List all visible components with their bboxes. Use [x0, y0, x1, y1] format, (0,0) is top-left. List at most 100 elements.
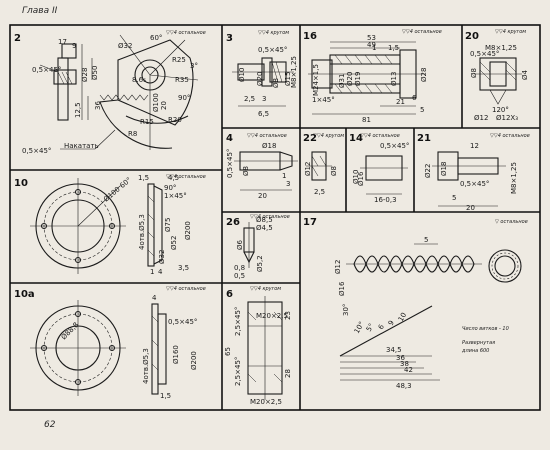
- svg-text:▽ остальное: ▽ остальное: [495, 219, 528, 225]
- svg-text:17: 17: [58, 38, 67, 46]
- svg-text:М8×1,25: М8×1,25: [510, 162, 518, 194]
- svg-text:60°: 60°: [150, 34, 162, 42]
- svg-text:Ø18: Ø18: [262, 142, 276, 150]
- svg-text:0,5×45°: 0,5×45°: [32, 66, 61, 74]
- svg-text:▽▽4 кругом: ▽▽4 кругом: [250, 286, 281, 292]
- svg-text:20: 20: [466, 204, 475, 212]
- svg-text:34,5: 34,5: [386, 346, 402, 354]
- svg-text:0,5×45°: 0,5×45°: [22, 147, 51, 155]
- svg-text:Ø19: Ø19: [354, 72, 362, 86]
- svg-text:4: 4: [152, 294, 157, 302]
- spring-development-label: Развернутая: [462, 340, 495, 346]
- panel-10: 10 ▽▽4 остальное: [14, 174, 206, 189]
- svg-text:Ø8: Ø8: [330, 166, 338, 176]
- svg-text:2,5: 2,5: [244, 95, 255, 103]
- svg-text:0,5×45°: 0,5×45°: [226, 149, 234, 178]
- svg-text:5: 5: [452, 194, 456, 202]
- svg-text:4отв.Ø5,3: 4отв.Ø5,3: [142, 348, 150, 384]
- panel-10a: 10а ▽▽4 остальное: [14, 286, 206, 300]
- svg-text:6: 6: [226, 289, 233, 300]
- svg-text:22: 22: [303, 133, 317, 144]
- svg-text:▽▽4 кругом: ▽▽4 кругом: [495, 29, 526, 35]
- svg-text:Ø10: Ø10: [238, 68, 246, 82]
- svg-text:▽▽4 остальное: ▽▽4 остальное: [166, 286, 206, 292]
- svg-text:Ø50: Ø50: [91, 66, 99, 80]
- panel-6: 6 ▽▽4 кругом: [226, 286, 281, 300]
- svg-text:0,5×45°: 0,5×45°: [258, 46, 287, 54]
- svg-text:▽▽4 кругом: ▽▽4 кругом: [258, 30, 289, 36]
- svg-text:5°: 5°: [365, 322, 376, 333]
- svg-text:53: 53: [367, 34, 376, 42]
- svg-text:10: 10: [397, 311, 408, 323]
- svg-text:Ø28: Ø28: [420, 68, 428, 82]
- svg-text:R8: R8: [128, 130, 137, 138]
- svg-text:Ø4,5: Ø4,5: [256, 224, 273, 232]
- svg-text:6: 6: [377, 323, 386, 331]
- part-stud-6: М20×2,5 М20×2,5 2,5×45° 2,5×45° 23 28 65: [224, 296, 292, 406]
- svg-text:21: 21: [396, 98, 405, 106]
- svg-text:9: 9: [72, 42, 76, 50]
- svg-text:4,5: 4,5: [168, 174, 179, 182]
- svg-text:0,5×45°: 0,5×45°: [470, 50, 499, 58]
- svg-text:14: 14: [349, 133, 363, 144]
- svg-text:2,5×45°: 2,5×45°: [234, 307, 242, 336]
- svg-text:0,8: 0,8: [234, 264, 245, 272]
- svg-text:1: 1: [150, 268, 154, 276]
- svg-text:Ø32: Ø32: [158, 250, 166, 264]
- svg-text:Ø5,2: Ø5,2: [256, 255, 264, 272]
- svg-text:2,5: 2,5: [314, 188, 325, 196]
- svg-text:▽▽4 остальное: ▽▽4 остальное: [250, 214, 290, 220]
- svg-text:81: 81: [362, 116, 371, 124]
- part-bush-14: 0,5×45° Ø10 Ø16 16-0,3: [352, 142, 409, 204]
- svg-text:20: 20: [465, 31, 479, 42]
- svg-text:▽▽4 остальное: ▽▽4 остальное: [490, 133, 530, 139]
- svg-text:65: 65: [224, 347, 232, 356]
- svg-text:Ø12: Ø12: [474, 114, 488, 122]
- panel-20: 20 ▽▽4 кругом: [465, 29, 526, 42]
- svg-text:Ø22: Ø22: [424, 164, 432, 178]
- svg-text:1: 1: [282, 172, 286, 180]
- svg-text:90°: 90°: [178, 94, 190, 102]
- part-stud-21: 12 Ø22 Ø18 0,5×45° М8×1,25 5 20: [424, 142, 518, 212]
- svg-text:Ø12: Ø12: [304, 162, 312, 176]
- svg-text:Ø4: Ø4: [521, 69, 529, 80]
- svg-text:30°: 30°: [342, 304, 350, 316]
- svg-text:12,5: 12,5: [74, 102, 82, 118]
- svg-text:38: 38: [400, 360, 409, 368]
- svg-text:М8×1,25: М8×1,25: [485, 44, 517, 52]
- svg-text:4: 4: [226, 133, 233, 144]
- svg-text:▽▽4 остальное: ▽▽4 остальное: [247, 133, 287, 139]
- part-sleeve-16: 53 49 М24×1,5 Ø31 Ø20 Ø19 Ø13 Ø28 1×45° …: [308, 34, 428, 124]
- svg-text:26: 26: [226, 217, 240, 228]
- svg-text:6: 6: [412, 94, 417, 102]
- svg-text:48,3: 48,3: [396, 382, 412, 390]
- part-flange-10: Ø100 60° 90° 1×45° 4отв.Ø5,3 Ø75 Ø52 Ø32…: [30, 174, 192, 276]
- svg-text:9: 9: [387, 319, 396, 327]
- svg-text:20: 20: [258, 192, 267, 200]
- svg-text:Ø200: Ø200: [190, 351, 198, 370]
- svg-text:4: 4: [158, 268, 163, 276]
- svg-text:Ø32: Ø32: [118, 42, 132, 50]
- svg-text:Ø16: Ø16: [338, 281, 346, 296]
- svg-text:90°: 90°: [164, 184, 176, 192]
- part-spring-17: 5 Ø12 Ø16 30° 10° 5° 6 9 10 34,5 36 38 4…: [334, 236, 522, 390]
- svg-text:10°: 10°: [353, 320, 366, 335]
- svg-text:М24×1,5: М24×1,5: [312, 64, 320, 96]
- svg-text:М20×2,5: М20×2,5: [250, 398, 282, 406]
- svg-text:М8×1,25: М8×1,25: [290, 56, 298, 88]
- svg-text:8.6₆: 8.6₆: [132, 76, 146, 84]
- panel-2: 2 ▽▽4 остальное: [14, 30, 206, 44]
- svg-text:Ø16: Ø16: [357, 171, 365, 186]
- svg-text:5: 5: [420, 106, 424, 114]
- svg-text:1×45°: 1×45°: [312, 96, 335, 104]
- svg-text:21: 21: [417, 133, 431, 144]
- svg-text:0,5×45°: 0,5×45°: [168, 318, 197, 326]
- panel-17: 17 ▽ остальное: [303, 217, 528, 228]
- svg-text:4отв.Ø5,3: 4отв.Ø5,3: [138, 214, 146, 250]
- svg-text:1,5: 1,5: [388, 44, 399, 52]
- finish-mark: ▽▽4 остальное: [166, 30, 206, 36]
- svg-text:1,5: 1,5: [138, 174, 149, 182]
- svg-text:Накатать: Накатать: [64, 142, 99, 150]
- svg-text:Ø12Х₃: Ø12Х₃: [496, 114, 518, 122]
- svg-text:3: 3: [226, 33, 233, 44]
